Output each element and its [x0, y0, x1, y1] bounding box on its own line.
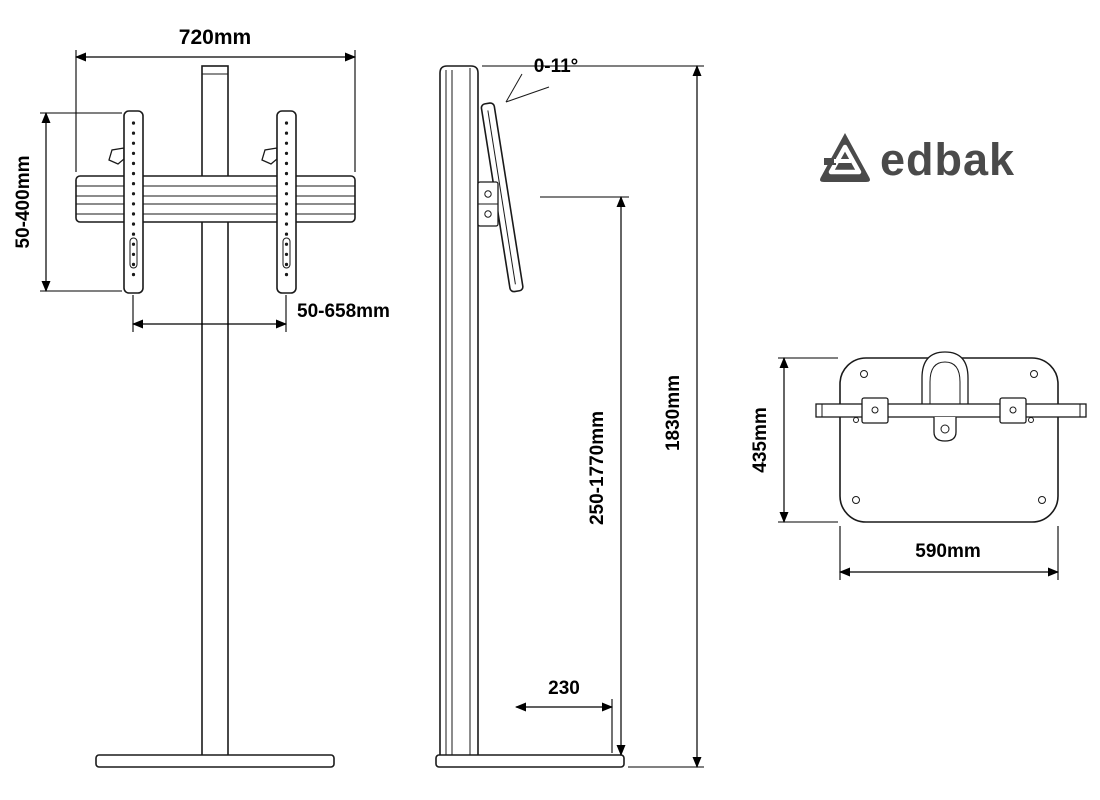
base-depth-label: 435mm	[750, 407, 771, 473]
side-clamp	[477, 181, 499, 227]
total-height-label: 1830mm	[663, 375, 684, 451]
front-bracket-left	[108, 110, 144, 294]
front-width-label: 720mm	[179, 26, 251, 49]
dimension-total-height: 1830mm	[482, 65, 704, 768]
top-view: 435mm 590mm	[750, 351, 1087, 580]
top-clamp-left	[853, 397, 889, 424]
dimension-bracket-span: 50-658mm	[132, 295, 390, 332]
side-column	[439, 65, 479, 758]
dimension-base-width: 590mm	[839, 526, 1059, 580]
dimension-base-offset: 230	[515, 678, 613, 753]
dimension-vesa-height: 50-400mm	[13, 112, 122, 292]
edbak-logo-icon	[820, 133, 870, 182]
side-base	[435, 754, 625, 768]
base-width-label: 590mm	[915, 541, 981, 562]
top-rail-bar	[815, 403, 1087, 418]
front-bracket-right	[261, 110, 297, 294]
brand-logo: edbak	[820, 133, 1015, 185]
base-offset-label: 230	[548, 678, 580, 699]
top-clamp-right	[999, 397, 1034, 424]
top-column-section	[921, 351, 969, 404]
front-base	[95, 754, 335, 768]
side-view: 0-11° 250-1770mm 1830mm 230	[435, 56, 704, 768]
tilt-indicator	[505, 73, 550, 103]
brand-name: edbak	[880, 134, 1015, 185]
bracket-span-label: 50-658mm	[297, 301, 390, 322]
vesa-height-label: 50-400mm	[13, 156, 34, 249]
dimension-base-depth: 435mm	[750, 357, 838, 523]
top-center-bracket	[933, 417, 957, 442]
dimension-front-width: 720mm	[75, 26, 356, 172]
mount-height-label: 250-1770mm	[587, 411, 608, 525]
dimension-mount-height: 250-1770mm	[540, 196, 629, 756]
front-column	[201, 65, 229, 758]
front-view: 720mm 50-400mm 50-658mm	[13, 26, 390, 768]
front-rails	[75, 175, 356, 223]
